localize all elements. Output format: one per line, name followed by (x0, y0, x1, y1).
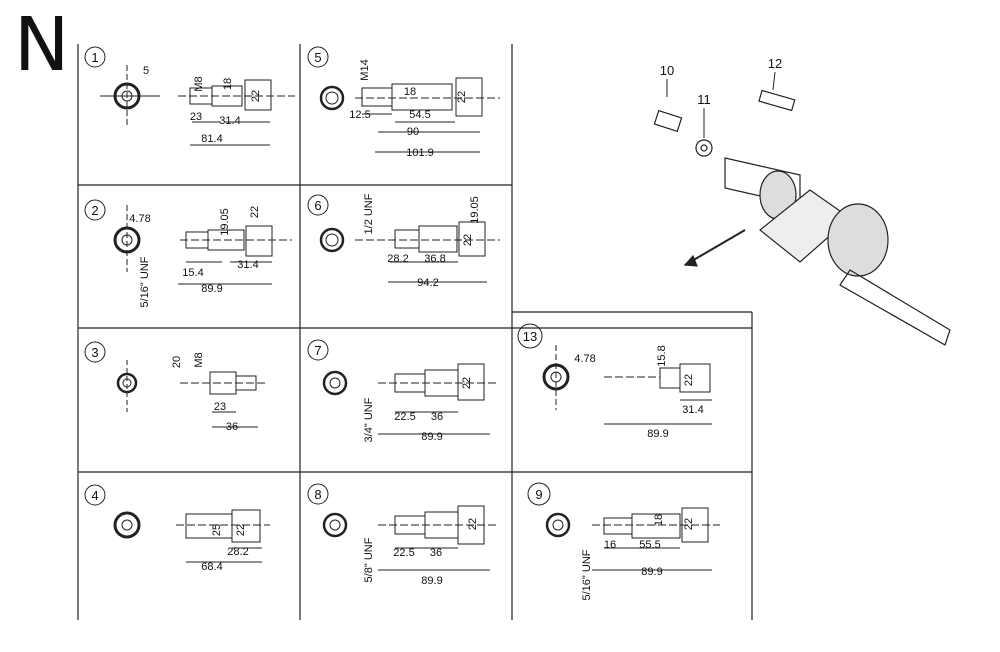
panel-9 (527, 482, 720, 571)
dimension-label: 15.8 (656, 345, 668, 366)
dimension-label: 55.5 (639, 539, 660, 551)
panel-4 (84, 484, 270, 563)
panel-number: 5 (314, 50, 321, 65)
dimension-label: 22 (461, 377, 473, 389)
section-letter: N (14, 2, 70, 88)
dimension-label: 31.4 (682, 404, 703, 416)
panel-2 (84, 199, 292, 285)
panel-7 (307, 339, 498, 435)
dimension-label: 22.5 (393, 547, 414, 559)
dimension-label: 19.05 (469, 196, 481, 224)
callout-leader (772, 71, 776, 91)
thread-label: 5/16" UNF (581, 549, 593, 600)
panel-number: 13 (523, 329, 537, 344)
panel-number: 6 (314, 198, 321, 213)
part-callout: 10 (660, 63, 674, 78)
dimension-label: 36 (226, 421, 238, 433)
dimension-label: 16 (604, 539, 616, 551)
dimension-label: 81.4 (201, 133, 222, 145)
dimension-label: 4.78 (574, 353, 595, 365)
dimension-label: 22 (683, 518, 695, 530)
dimension-label: 23 (214, 401, 226, 413)
dimension-label: M14 (359, 59, 371, 80)
dimension-label: 68.4 (201, 561, 222, 573)
dimension-label: 4.78 (129, 213, 150, 225)
dimension-label: 22 (467, 518, 479, 530)
dimension-label: 22 (683, 374, 695, 386)
grid-lines (77, 44, 753, 620)
dimension-label: 15.4 (182, 267, 203, 279)
panel-number: 7 (314, 343, 321, 358)
dimension-label: 28.2 (387, 253, 408, 265)
panel-number: 4 (91, 488, 98, 503)
thread-label: 3/4" UNF (363, 397, 375, 442)
panel-number: 2 (91, 203, 98, 218)
panel-1 (84, 46, 295, 146)
dimension-label: 54.5 (409, 109, 430, 121)
crankshaft-illustration (653, 89, 951, 346)
dimension-label: 23 (190, 111, 202, 123)
dimension-label: 22.5 (394, 411, 415, 423)
dimension-label: 19.05 (219, 208, 231, 236)
dimension-label: M8 (193, 76, 205, 91)
dimension-label: 94.2 (417, 277, 438, 289)
dimension-label: 18 (404, 86, 416, 98)
dimension-label: 18 (653, 514, 665, 526)
dimension-label: 22 (235, 524, 247, 536)
part-callout: 12 (768, 56, 782, 71)
part-callout: 11 (697, 92, 711, 107)
panel-6 (307, 194, 500, 283)
dimension-label: 36.8 (424, 253, 445, 265)
dimension-label: 89.9 (421, 431, 442, 443)
dimension-label: 22 (462, 234, 474, 246)
dimension-label: 20 (171, 356, 183, 368)
thread-label: 5/8" UNF (363, 537, 375, 582)
panel-number: 3 (91, 345, 98, 360)
dimension-label: 22 (456, 91, 468, 103)
dimension-label: 90 (407, 126, 419, 138)
dimension-label: 89.9 (201, 283, 222, 295)
panel-13 (517, 323, 712, 425)
panel-number: 8 (314, 487, 321, 502)
panel-number: 9 (535, 487, 542, 502)
panel-number: 1 (91, 50, 98, 65)
dimension-label: 28.2 (227, 546, 248, 558)
dimension-label: 25 (211, 524, 223, 536)
dimension-label: 36 (430, 547, 442, 559)
dimension-label: 12.5 (349, 109, 370, 121)
dimension-label: 22 (249, 206, 261, 218)
dimension-label: 18 (222, 78, 234, 90)
dimension-label: M8 (193, 352, 205, 367)
dimension-label: 31.4 (219, 115, 240, 127)
dimension-label: 31.4 (237, 259, 258, 271)
dimension-label: 89.9 (641, 566, 662, 578)
dimension-label: 36 (431, 411, 443, 423)
dimension-label: 89.9 (647, 428, 668, 440)
dimension-label: 89.9 (421, 575, 442, 587)
dimension-label: 22 (250, 90, 262, 102)
panel-3 (84, 341, 265, 428)
dimension-label: 101.9 (406, 147, 434, 159)
panel-8 (307, 483, 498, 571)
thread-label: 5/16" UNF (139, 256, 151, 307)
panel-5 (307, 46, 500, 153)
dimension-label: 1/2 UNF (363, 193, 375, 234)
dimension-label: 5 (143, 65, 149, 77)
